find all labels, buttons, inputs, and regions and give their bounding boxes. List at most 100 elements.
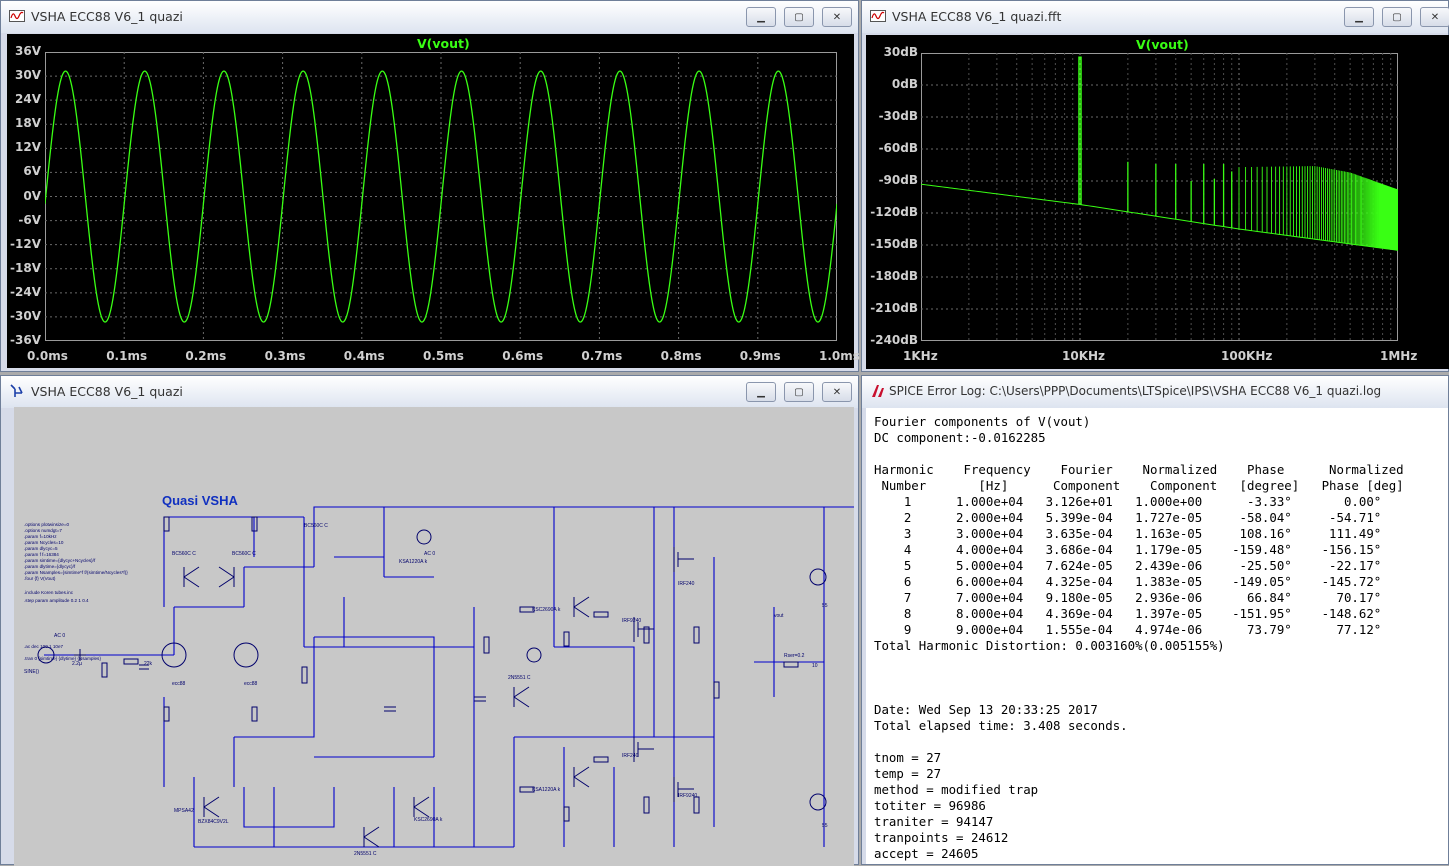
y-tick-label: -210dB xyxy=(870,301,918,315)
log-line: Number [Hz] Component Component [degree]… xyxy=(874,478,1404,493)
fft-titlebar[interactable]: VSHA ECC88 V6_1 quazi.fft ▁ ▢ ✕ xyxy=(862,1,1449,33)
svg-text:IRF240: IRF240 xyxy=(622,753,639,759)
y-tick-label: -36V xyxy=(10,333,41,347)
log-line: Fourier components of V(vout) xyxy=(874,414,1091,429)
maximize-button[interactable]: ▢ xyxy=(1382,7,1412,27)
svg-text:BZX84C9V2L: BZX84C9V2L xyxy=(198,819,229,825)
y-tick-label: 0dB xyxy=(891,77,918,91)
close-button[interactable]: ✕ xyxy=(822,7,852,27)
y-tick-label: -12V xyxy=(10,236,41,251)
close-button[interactable]: ✕ xyxy=(822,382,852,402)
svg-text:BC560C C: BC560C C xyxy=(304,523,328,529)
log-line: temp = 27 xyxy=(874,766,942,781)
fft-trace xyxy=(921,53,1398,341)
log-line: tranpoints = 24612 xyxy=(874,830,1009,845)
log-text-area[interactable]: Fourier components of V(vout)DC componen… xyxy=(866,408,1448,864)
spice-directive[interactable]: .ac dec 100 1 10e7 xyxy=(24,644,64,649)
spice-log-window: SPICE Error Log: C:\Users\PPP\Documents\… xyxy=(861,375,1449,865)
svg-text:BC560C C: BC560C C xyxy=(232,551,256,557)
svg-text:55: 55 xyxy=(822,823,828,829)
waveform-trace xyxy=(45,52,837,341)
log-line: 7 7.000e+04 9.180e-05 2.936e-06 66.84° 7… xyxy=(874,590,1382,605)
schematic-window: VSHA ECC88 V6_1 quazi ▁ ▢ ✕ Quasi VSHA .… xyxy=(0,375,859,866)
svg-text:SINE(): SINE() xyxy=(24,669,39,675)
svg-text:MPSA42: MPSA42 xyxy=(174,808,194,814)
minimize-button[interactable]: ▁ xyxy=(1344,7,1374,27)
x-tick-label: 0.2ms xyxy=(185,349,227,363)
log-line xyxy=(874,654,1448,670)
y-tick-label: 30V xyxy=(15,68,41,83)
svg-text:10: 10 xyxy=(812,663,818,669)
spice-directive[interactable]: .param f=10kHz xyxy=(24,534,57,539)
waveform-titlebar[interactable]: VSHA ECC88 V6_1 quazi ▁ ▢ ✕ xyxy=(1,1,858,33)
log-line xyxy=(874,446,1448,462)
svg-text:AC 0: AC 0 xyxy=(54,633,65,639)
log-line: 3 3.000e+04 3.635e-04 1.163e-05 108.16° … xyxy=(874,526,1382,541)
trace-label[interactable]: V(vout) xyxy=(417,36,470,51)
spice-directive[interactable]: .param dlytime={dlycyc}/f xyxy=(24,564,76,569)
log-line: 5 5.000e+04 7.624e-05 2.439e-06 -25.50° … xyxy=(874,558,1382,573)
spice-directive[interactable]: .options numdgt=7 xyxy=(24,528,62,533)
x-tick-label: 1MHz xyxy=(1380,349,1418,363)
log-titlebar[interactable]: SPICE Error Log: C:\Users\PPP\Documents\… xyxy=(862,376,1448,408)
spice-directive[interactable]: .tran 0 {simtime} {dlytime} {Nsamples} xyxy=(24,656,101,661)
spice-directive[interactable]: .include Koren tubes.inc xyxy=(24,590,74,595)
x-tick-label: 0.3ms xyxy=(264,349,306,363)
fft-window: VSHA ECC88 V6_1 quazi.fft ▁ ▢ ✕ V(vout) … xyxy=(861,0,1449,372)
log-line: 4 4.000e+04 3.686e-04 1.179e-05 -159.48°… xyxy=(874,542,1382,557)
spice-directive[interactable]: .param simtime={dlycyc+Ncycles}/f xyxy=(24,558,96,563)
spur-lines xyxy=(1238,166,1398,251)
spice-directive[interactable]: .param Ncycles=10 xyxy=(24,540,64,545)
minimize-button[interactable]: ▁ xyxy=(746,382,776,402)
svg-text:AC 0: AC 0 xyxy=(424,551,435,557)
log-line: 9 9.000e+04 1.555e-04 4.974e-06 73.79° 7… xyxy=(874,622,1382,637)
log-line: Total elapsed time: 3.408 seconds. xyxy=(874,718,1128,733)
log-line: 1 1.000e+04 3.126e+01 1.000e+00 -3.33° 0… xyxy=(874,494,1382,509)
x-tick-label: 0.4ms xyxy=(343,349,385,363)
y-tick-label: 30dB xyxy=(883,45,918,59)
close-button[interactable]: ✕ xyxy=(1420,7,1449,27)
spice-directive[interactable]: .four {f} V(Vout) xyxy=(24,576,56,581)
log-line: tnom = 27 xyxy=(874,750,942,765)
trace-label[interactable]: V(vout) xyxy=(1136,37,1189,52)
svg-text:IRF9240: IRF9240 xyxy=(678,793,697,799)
schematic-heading: Quasi VSHA xyxy=(162,493,238,508)
fundamental-peak xyxy=(1078,56,1082,205)
spice-directive[interactable]: .param f f=16384 xyxy=(24,552,59,557)
svg-text:2N5551 C: 2N5551 C xyxy=(354,851,377,857)
log-line: accept = 24605 xyxy=(874,846,979,861)
spice-directive[interactable]: .param Nsamples={simtime*f f/(simtime/Nc… xyxy=(24,570,128,575)
log-line xyxy=(874,686,1448,702)
log-line: totiter = 96986 xyxy=(874,798,986,813)
x-tick-label: 0.6ms xyxy=(502,349,544,363)
window-title: VSHA ECC88 V6_1 quazi.fft xyxy=(892,9,1062,24)
window-title: SPICE Error Log: C:\Users\PPP\Documents\… xyxy=(889,384,1382,398)
log-line xyxy=(874,734,1448,750)
x-tick-label: 10KHz xyxy=(1062,349,1106,363)
x-tick-label: 0.5ms xyxy=(423,349,464,363)
svg-text:vout: vout xyxy=(774,613,784,619)
log-line: DC component:-0.0162285 xyxy=(874,430,1046,445)
log-line: 6 6.000e+04 4.325e-04 1.383e-05 -149.05°… xyxy=(874,574,1382,589)
spice-directives[interactable]: .options plotwinsize=0.options numdgt=7.… xyxy=(24,522,128,661)
ltspice-logo-icon xyxy=(872,385,884,397)
svg-text:ecc88: ecc88 xyxy=(172,681,186,687)
y-tick-label: -24V xyxy=(10,284,41,299)
minimize-button[interactable]: ▁ xyxy=(746,7,776,27)
maximize-button[interactable]: ▢ xyxy=(784,7,814,27)
maximize-button[interactable]: ▢ xyxy=(784,382,814,402)
log-line: 2 2.000e+04 5.399e-04 1.727e-05 -58.04° … xyxy=(874,510,1382,525)
series-line xyxy=(45,70,837,323)
x-tick-label: 0.1ms xyxy=(106,349,148,363)
spice-directive[interactable]: .param dlycyc=5 xyxy=(24,546,58,551)
spice-directive[interactable]: .options plotwinsize=0 xyxy=(24,522,70,527)
schematic-canvas[interactable]: Quasi VSHA .options plotwinsize=0.option… xyxy=(14,407,854,866)
x-tick-label: 0.8ms xyxy=(660,349,702,363)
spice-directive[interactable]: .step param amplitude 0.2 1 0.4 xyxy=(24,598,89,603)
schematic-titlebar[interactable]: VSHA ECC88 V6_1 quazi ▁ ▢ ✕ xyxy=(1,376,858,408)
svg-text:Rser=0.2: Rser=0.2 xyxy=(784,653,805,659)
x-tick-label: 1.0ms xyxy=(819,349,860,363)
